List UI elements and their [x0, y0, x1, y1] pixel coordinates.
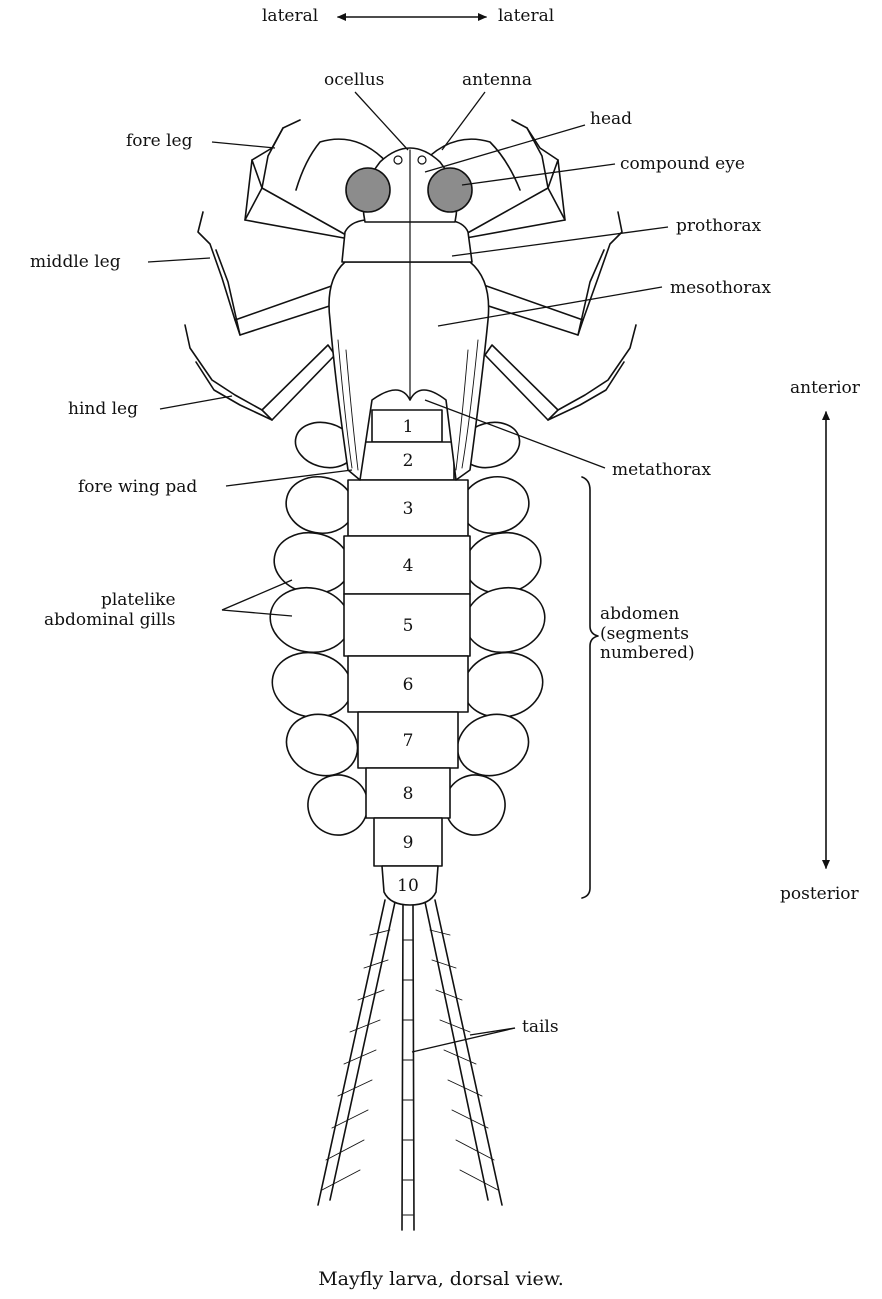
- segment-number: 10: [397, 876, 419, 896]
- label-posterior: posterior: [780, 886, 859, 903]
- leader-prothorax: [452, 227, 668, 256]
- label-metathorax: metathorax: [612, 462, 711, 479]
- label-tails: tails: [522, 1019, 559, 1036]
- ocellus-left: [394, 156, 402, 164]
- label-ocellus: ocellus: [324, 72, 384, 89]
- segment-number: 1: [403, 417, 414, 437]
- leader-compound-eye: [462, 164, 615, 185]
- label-prothorax: prothorax: [676, 218, 761, 235]
- label-abdomen: abdomen (segments numbered): [600, 605, 695, 664]
- segment-number: 8: [403, 784, 414, 804]
- label-mesothorax: mesothorax: [670, 280, 771, 297]
- leader-antenna: [442, 92, 485, 150]
- label-fore-wing-pad: fore wing pad: [78, 479, 197, 496]
- ocellus-right: [418, 156, 426, 164]
- figure-caption: Mayfly larva, dorsal view.: [0, 1268, 882, 1290]
- leader-head: [425, 125, 585, 172]
- label-lateral-right: lateral: [498, 8, 554, 25]
- leader-ocellus: [355, 92, 408, 150]
- segment-number: 2: [403, 451, 414, 471]
- abdomen-bracket: [582, 477, 598, 898]
- label-antenna: antenna: [462, 72, 532, 89]
- tails: [318, 900, 502, 1230]
- leader-middle-leg: [148, 258, 210, 262]
- leader-fore-leg: [212, 142, 275, 148]
- segment-number: 9: [403, 833, 414, 853]
- label-lateral-left: lateral: [262, 8, 318, 25]
- compound-eye-right: [428, 168, 472, 212]
- label-anterior: anterior: [790, 380, 860, 397]
- segment-number: 3: [403, 499, 414, 519]
- label-compound-eye: compound eye: [620, 156, 745, 173]
- label-platelike-abdominal-gills: platelike abdominal gills: [44, 591, 176, 630]
- segment-number: 5: [403, 616, 414, 636]
- label-hind-leg: hind leg: [68, 401, 138, 418]
- segment-number: 7: [403, 731, 414, 751]
- leader-hind-leg: [160, 396, 232, 409]
- label-head: head: [590, 111, 632, 128]
- label-fore-leg: fore leg: [126, 133, 193, 150]
- label-middle-leg: middle leg: [30, 254, 121, 271]
- segment-number: 6: [403, 675, 414, 695]
- compound-eye-left: [346, 168, 390, 212]
- segment-number: 4: [403, 556, 414, 576]
